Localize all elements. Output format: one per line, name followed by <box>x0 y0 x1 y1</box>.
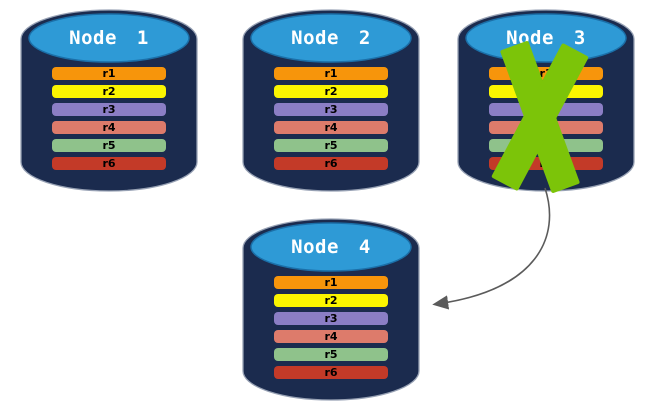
cylinder-top-face <box>250 13 412 63</box>
row-r2: r2 <box>274 85 388 98</box>
row-r5: r5 <box>274 139 388 152</box>
row-r5: r5 <box>274 348 388 361</box>
cylinder-top-face <box>250 222 412 272</box>
node-label: Node 4 <box>291 236 371 258</box>
replica-rows: r1 r2 r3 r4 r5 r6 <box>274 67 388 175</box>
row-r6: r6 <box>274 366 388 379</box>
row-r2: r2 <box>274 294 388 307</box>
row-r6: r6 <box>52 157 166 170</box>
row-r1: r1 <box>274 276 388 289</box>
row-r3: r3 <box>274 103 388 116</box>
row-r2: r2 <box>52 85 166 98</box>
row-r3: r3 <box>52 103 166 116</box>
row-r6: r6 <box>274 157 388 170</box>
arrow-path <box>432 187 551 310</box>
replica-rows: r1 r2 r3 r4 r5 r6 <box>52 67 166 175</box>
row-r4: r4 <box>274 330 388 343</box>
node-1: Node 1 r1 r2 r3 r4 r5 r6 <box>20 5 198 193</box>
node-4: Node 4 r1 r2 r3 r4 r5 r6 <box>242 214 420 402</box>
row-r4: r4 <box>52 121 166 134</box>
node-2: Node 2 r1 r2 r3 r4 r5 r6 <box>242 5 420 193</box>
row-r3: r3 <box>274 312 388 325</box>
row-r1: r1 <box>52 67 166 80</box>
row-r1: r1 <box>274 67 388 80</box>
node-label: Node 1 <box>69 27 149 49</box>
cylinder-top-face <box>28 13 190 63</box>
row-r5: r5 <box>52 139 166 152</box>
failover-arrow-icon <box>432 187 551 310</box>
node-3: Node 3 r1 r2 r3 r4 r5 r6 <box>457 5 635 194</box>
replica-rows: r1 r2 r3 r4 r5 r6 <box>274 276 388 384</box>
row-r4: r4 <box>274 121 388 134</box>
node-label: Node 2 <box>291 27 371 49</box>
failure-x-icon <box>457 5 635 194</box>
